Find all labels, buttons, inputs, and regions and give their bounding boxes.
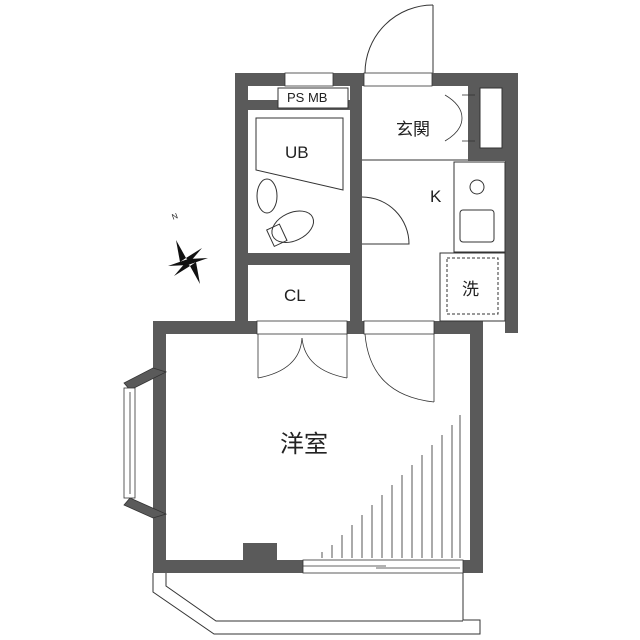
room-label-kitchen: K: [430, 187, 442, 206]
stair-lines: [321, 415, 461, 558]
room-label-western-room: 洋室: [280, 431, 328, 458]
room-label-laundry: 洗: [462, 280, 479, 299]
compass-rose-icon: [168, 240, 208, 284]
ps-mb-box: [277, 87, 349, 109]
room-label-unit-bath: UB: [285, 143, 309, 162]
bay-window: [123, 367, 168, 519]
entrance-door: [364, 4, 434, 74]
room-label-ps-mb: PS MB: [287, 90, 328, 105]
room-label-closet: CL: [284, 286, 306, 305]
balcony: [152, 573, 481, 635]
room-label-entrance: 玄関: [396, 120, 430, 139]
